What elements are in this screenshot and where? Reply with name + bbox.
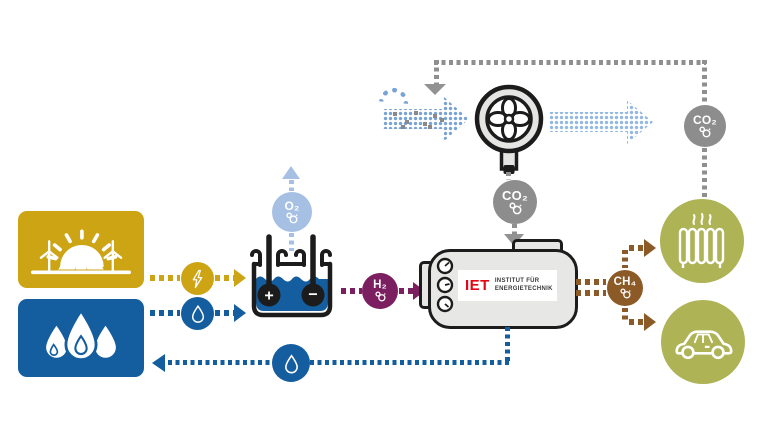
water-drops-icon: [46, 308, 116, 362]
methane-mobility-arrowhead: [644, 313, 656, 331]
sun-wind-solar-icon: [31, 229, 131, 274]
molecule-icon: [374, 291, 386, 302]
electricity-line-1: [150, 275, 180, 281]
radiator-icon: [678, 213, 725, 268]
water-feed-node: [181, 297, 214, 330]
methane-line-a: [576, 279, 606, 285]
reactor-gauge-2: [436, 276, 454, 294]
water-return-node: [272, 344, 310, 382]
fan-icon: [474, 84, 544, 174]
renewable-energy-box: [18, 211, 144, 288]
methane-node: CH₄: [607, 270, 643, 306]
co2-capture-line-lower: [512, 224, 517, 234]
reactor-gauge-1: [436, 257, 454, 275]
co2-capture-line-upper: [506, 172, 511, 180]
co2-recycle-line-top: [434, 60, 706, 65]
oxygen-node: O₂: [272, 192, 312, 232]
methane-label: CH₄: [613, 275, 637, 288]
mobility-use-circle: [661, 300, 745, 384]
lightning-icon: [192, 269, 203, 288]
co2-captured-label: CO₂: [502, 188, 528, 203]
co2-recycle-arrowhead: [424, 84, 446, 95]
hydrogen-node: H₂: [362, 273, 398, 309]
electricity-line-2: [215, 275, 235, 281]
methane-branch-up-h: [629, 245, 644, 251]
electrolysis-cell-icon: + −: [250, 234, 333, 318]
iet-logo-line2: ENERGIETECHNIK: [494, 286, 553, 292]
water-return-arrowhead: [152, 354, 165, 372]
hydrogen-line-1: [341, 288, 362, 294]
water-feed-arrowhead: [234, 304, 246, 322]
co2-recycled-node: CO₂: [684, 105, 726, 147]
heating-use-circle: [660, 199, 744, 283]
water-feed-line-1: [150, 310, 180, 316]
oxygen-line-lower: [289, 233, 294, 251]
hydrogen-line-2: [399, 288, 413, 294]
anode-label: +: [264, 288, 273, 305]
methane-heating-arrowhead: [644, 239, 656, 257]
electricity-arrowhead: [234, 269, 246, 287]
methane-branch-down: [622, 308, 628, 323]
water-feed-line-2: [215, 310, 235, 316]
car-icon: [675, 330, 733, 360]
iet-logo-abbr: IET: [465, 277, 490, 294]
co2-recycle-line-left: [434, 60, 439, 87]
water-drop-icon: [191, 304, 204, 323]
co2-captured-node: CO₂: [493, 180, 537, 224]
iet-logo-line1: INSTITUT FÜR: [494, 278, 540, 285]
co2-recycle-line-right-upper: [702, 60, 707, 105]
water-drop-icon: [284, 353, 298, 373]
molecule-icon: [286, 212, 298, 224]
oxygen-label: O₂: [284, 199, 300, 213]
oxygen-arrowhead: [282, 166, 300, 179]
reactor-gauge-3: [436, 295, 454, 313]
co2-recycled-label: CO₂: [693, 113, 717, 127]
methane-branch-up: [622, 250, 628, 268]
clean-air-arrow: [549, 100, 653, 144]
methane-line-b: [576, 290, 606, 296]
iet-logo: IET INSTITUT FÜR ENERGIETECHNIK: [458, 270, 557, 301]
co2-recycle-line-right-lower: [702, 148, 707, 198]
methane-branch-down-h: [629, 319, 644, 325]
electricity-node: [181, 262, 214, 295]
water-return-line-right: [310, 360, 509, 365]
water-return-line-v: [505, 327, 510, 361]
oxygen-line-upper: [289, 180, 294, 191]
molecule-icon: [619, 288, 631, 299]
water-source-box: [18, 299, 144, 377]
molecule-icon: [699, 126, 711, 138]
water-return-line-left: [168, 360, 272, 365]
cathode-label: −: [308, 287, 317, 304]
hydrogen-label: H₂: [373, 278, 387, 291]
molecule-icon: [508, 202, 521, 215]
